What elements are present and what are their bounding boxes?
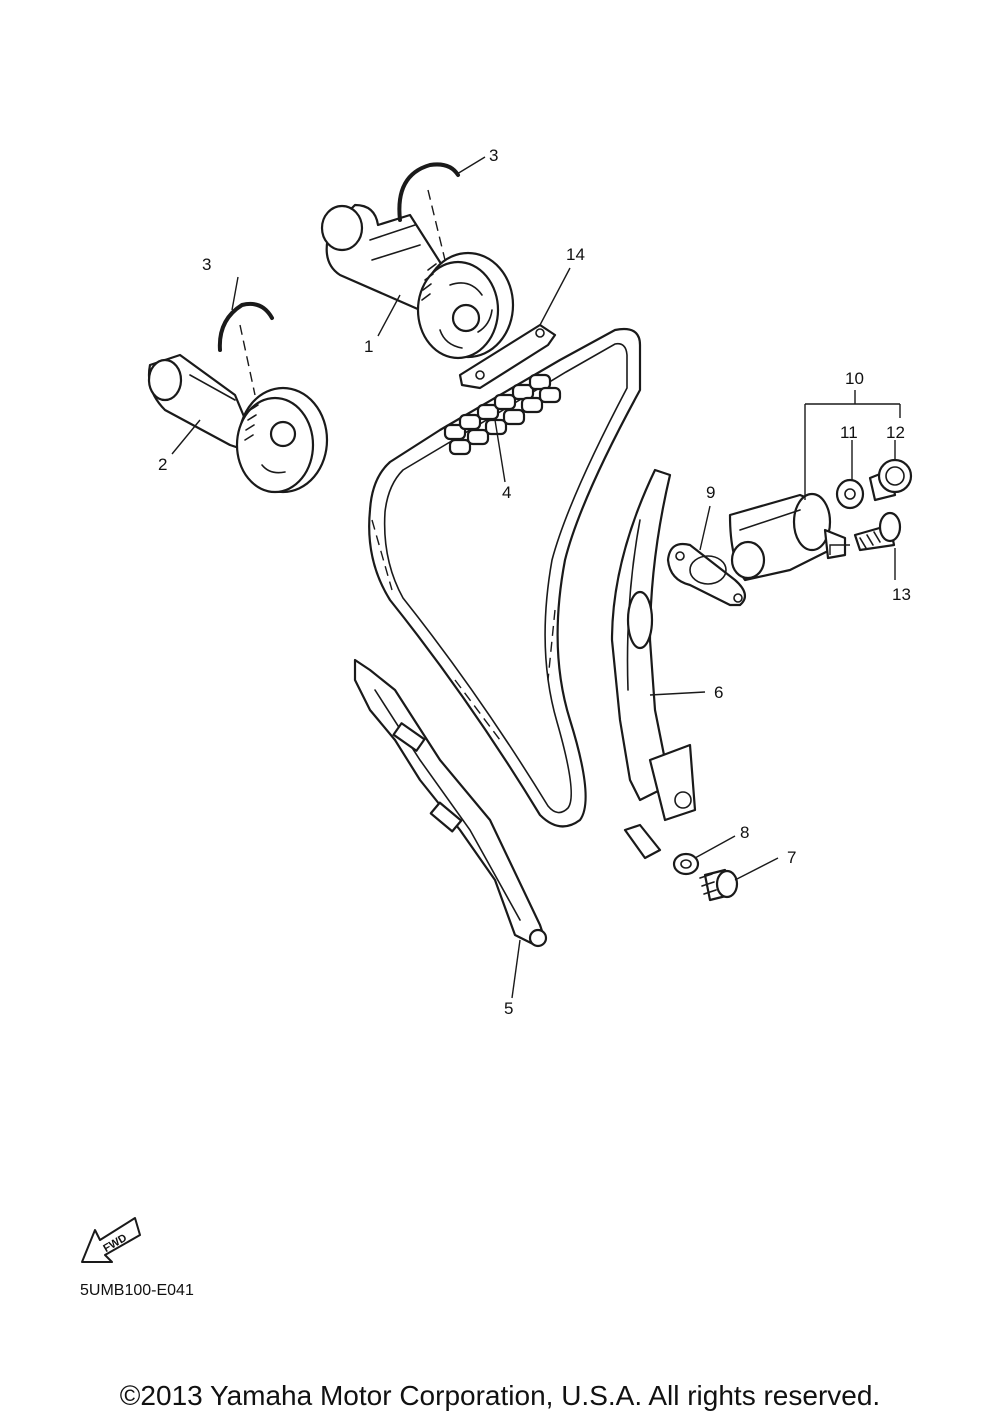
callout-6: 6 <box>714 683 723 702</box>
callout-12: 12 <box>886 423 905 442</box>
bolt-7 <box>699 868 739 902</box>
fwd-arrow-icon: FWD <box>81 1217 141 1263</box>
camshaft-2 <box>147 353 329 494</box>
copyright-text: ©2013 Yamaha Motor Corporation, U.S.A. A… <box>119 1380 881 1411</box>
callout-10: 10 <box>845 369 864 388</box>
callout-3-upper: 3 <box>489 146 498 165</box>
chain-guide-6 <box>610 468 697 860</box>
gasket-9 <box>666 542 747 607</box>
bolt-13 <box>853 511 902 552</box>
camshaft-1 <box>320 203 515 360</box>
diagram-code: 5UMB100-E041 <box>80 1282 194 1299</box>
tensioner-10 <box>728 492 847 582</box>
washer-8 <box>672 852 700 876</box>
callout-9: 9 <box>706 483 715 502</box>
callout-2: 2 <box>158 455 167 474</box>
callout-1: 1 <box>364 337 373 356</box>
plug-12 <box>868 458 913 502</box>
callout-8: 8 <box>740 823 749 842</box>
leader-lines <box>171 156 901 999</box>
callout-14: 14 <box>566 245 585 264</box>
callout-4: 4 <box>502 483 511 502</box>
callout-7: 7 <box>787 848 796 867</box>
cam-chain <box>368 327 642 828</box>
callout-5: 5 <box>504 999 513 1018</box>
callout-3-lower: 3 <box>202 255 211 274</box>
circlip <box>217 162 460 396</box>
washer-11 <box>835 478 865 510</box>
chain-links <box>443 373 562 456</box>
callout-13: 13 <box>892 585 911 604</box>
callout-11: 11 <box>840 423 858 442</box>
callout-labels: 1 2 3 3 4 5 6 7 8 9 10 11 12 13 14 <box>158 146 911 1018</box>
chain-guide-5 <box>353 658 548 948</box>
